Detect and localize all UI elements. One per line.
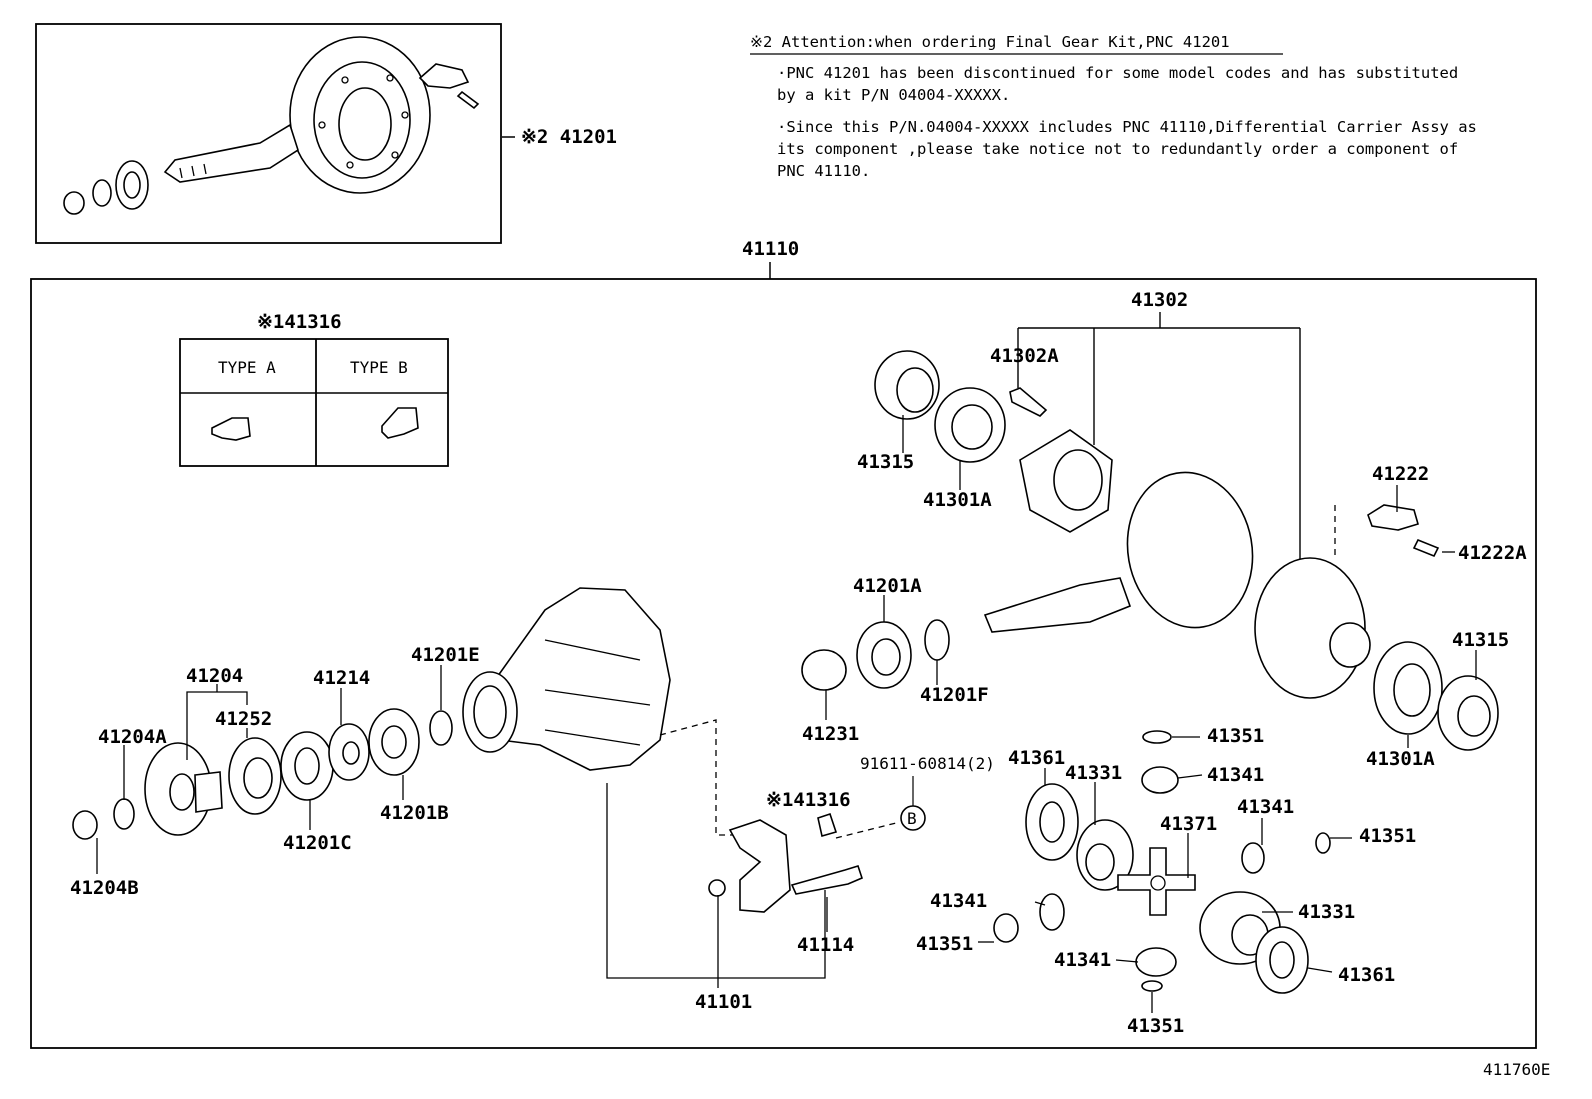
notice-line-2: by a kit P/N 04004-XXXXX.	[777, 86, 1010, 104]
type-table-title: ※141316	[257, 311, 342, 333]
label-41204: 41204	[186, 665, 243, 687]
final-gear-kit-box: ※2 41201	[35, 23, 617, 244]
label-41315-top: 41315	[857, 451, 914, 473]
label-41341-c: 41341	[930, 890, 987, 912]
label-41214: 41214	[313, 667, 370, 689]
type-table: ※141316 TYPE A TYPE B	[179, 311, 449, 467]
companion-flange-group	[72, 708, 453, 840]
label-41222: 41222	[1372, 463, 1429, 485]
part-labels: 41302 41302A 41315 41301A 41222 41222A 4…	[70, 289, 1527, 1037]
notice-line-1: ·PNC 41201 has been discontinued for som…	[777, 64, 1458, 82]
attention-notice: ※2 Attention:when ordering Final Gear Ki…	[750, 33, 1477, 180]
bolt-spec: 91611-60814(2)	[860, 754, 995, 773]
label-41351-a: 41351	[1207, 725, 1264, 747]
notice-line-5: PNC 41110.	[777, 162, 870, 180]
label-41201F: 41201F	[920, 684, 989, 706]
label-41252: 41252	[215, 708, 272, 730]
label-41301A-top: 41301A	[923, 489, 992, 511]
differential-case-right	[1254, 504, 1499, 751]
label-41231: 41231	[802, 723, 859, 745]
label-41204B: 41204B	[70, 877, 139, 899]
type-a-header: TYPE A	[218, 358, 276, 377]
pinion-bearing-group	[801, 619, 950, 691]
label-41351-d: 41351	[1127, 1015, 1184, 1037]
side-bearing-group-top	[874, 350, 1254, 633]
type-b-header: TYPE B	[350, 358, 408, 377]
notice-line-4: its component ,please take notice not to…	[777, 140, 1458, 158]
spider-gear-group	[993, 730, 1331, 994]
label-41201E: 41201E	[411, 644, 480, 666]
label-41371: 41371	[1160, 813, 1217, 835]
label-41331-top: 41331	[1065, 762, 1122, 784]
carrier-housing	[462, 587, 671, 771]
label-41316: ※141316	[766, 789, 851, 811]
label-41302: 41302	[1131, 289, 1188, 311]
carrier-label: 41110	[742, 238, 799, 260]
label-41331-bottom: 41331	[1298, 901, 1355, 923]
label-41101: 41101	[695, 991, 752, 1013]
label-41201A: 41201A	[853, 575, 922, 597]
label-41351-c: 41351	[916, 933, 973, 955]
label-41201C: 41201C	[283, 832, 352, 854]
leader-lines	[96, 415, 1477, 1013]
diagram-id: 411760E	[1483, 1060, 1550, 1079]
label-41341-a: 41341	[1207, 764, 1264, 786]
label-41204A: 41204A	[98, 726, 167, 748]
label-41361-bottom: 41361	[1338, 964, 1395, 986]
carrier-assembly-frame	[30, 278, 1537, 1049]
kit-label: ※2 41201	[521, 126, 617, 148]
type-a-clip-icon	[211, 417, 251, 441]
label-41361-top: 41361	[1008, 747, 1065, 769]
type-b-clip-icon	[381, 407, 419, 439]
bearing-cap-group	[659, 719, 901, 913]
label-41222A: 41222A	[1458, 542, 1527, 564]
label-41341-b: 41341	[1237, 796, 1294, 818]
callout-b: B	[907, 809, 917, 828]
label-41315-right: 41315	[1452, 629, 1509, 651]
label-41301A-right: 41301A	[1366, 748, 1435, 770]
label-41201B: 41201B	[380, 802, 449, 824]
label-41341-d: 41341	[1054, 949, 1111, 971]
notice-heading: ※2 Attention:when ordering Final Gear Ki…	[750, 33, 1230, 51]
label-41302A: 41302A	[990, 345, 1059, 367]
label-41114: 41114	[797, 934, 854, 956]
notice-line-3: ·Since this P/N.04004-XXXXX includes PNC…	[777, 118, 1477, 136]
label-41351-b: 41351	[1359, 825, 1416, 847]
